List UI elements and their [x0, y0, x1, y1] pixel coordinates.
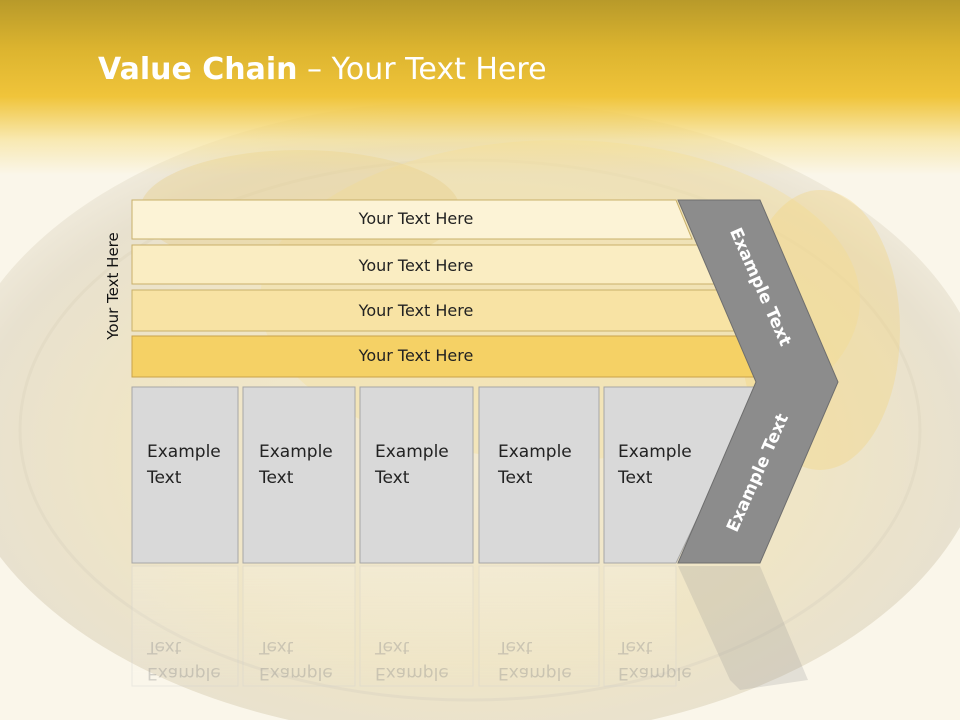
title-bold: Value Chain	[98, 52, 298, 87]
header-bar	[0, 0, 960, 175]
cell-2	[242, 386, 356, 564]
cell-1-reflection: Example Text	[147, 637, 221, 683]
cell-1-line2: Text	[147, 468, 182, 488]
title-rest: – Your Text Here	[297, 52, 547, 87]
band-4-label: Your Text Here	[358, 346, 474, 365]
cell-4-line1: Example	[498, 442, 572, 462]
cell-3-line2: Text	[375, 468, 410, 488]
cell-4-line2: Text	[498, 468, 533, 488]
cell-5-line2: Text	[618, 468, 653, 488]
cell-3-reflection: Example Text	[375, 637, 449, 683]
cell-1-line1: Example	[147, 442, 221, 462]
band-2-label: Your Text Here	[358, 256, 474, 275]
cell-3-line1: Example	[375, 442, 449, 462]
cell-5-line1: Example	[618, 442, 692, 462]
cell-3	[359, 386, 474, 564]
cell-5	[603, 386, 761, 564]
cell-2-reflection: Example Text	[259, 637, 333, 683]
cell-1-label: Example Text	[147, 439, 221, 491]
page-title: Value Chain – Your Text Here	[98, 52, 547, 87]
cell-1	[131, 386, 239, 564]
cell-2-label: Example Text	[259, 439, 333, 491]
cell-3-label: Example Text	[375, 439, 449, 491]
cell-5-reflection: Example Text	[618, 637, 692, 683]
band-1	[131, 199, 693, 240]
cell-5-label: Example Text	[618, 439, 692, 491]
cell-4-reflection: Example Text	[498, 637, 572, 683]
cell-2-line1: Example	[259, 442, 333, 462]
chevron-arrow	[677, 199, 839, 564]
cell-2-line2: Text	[259, 468, 294, 488]
band-1-label: Your Text Here	[358, 209, 474, 228]
cell-4-label: Example Text	[498, 439, 572, 491]
band-3-label: Your Text Here	[358, 301, 474, 320]
reflection	[131, 565, 808, 690]
cell-4	[478, 386, 600, 564]
